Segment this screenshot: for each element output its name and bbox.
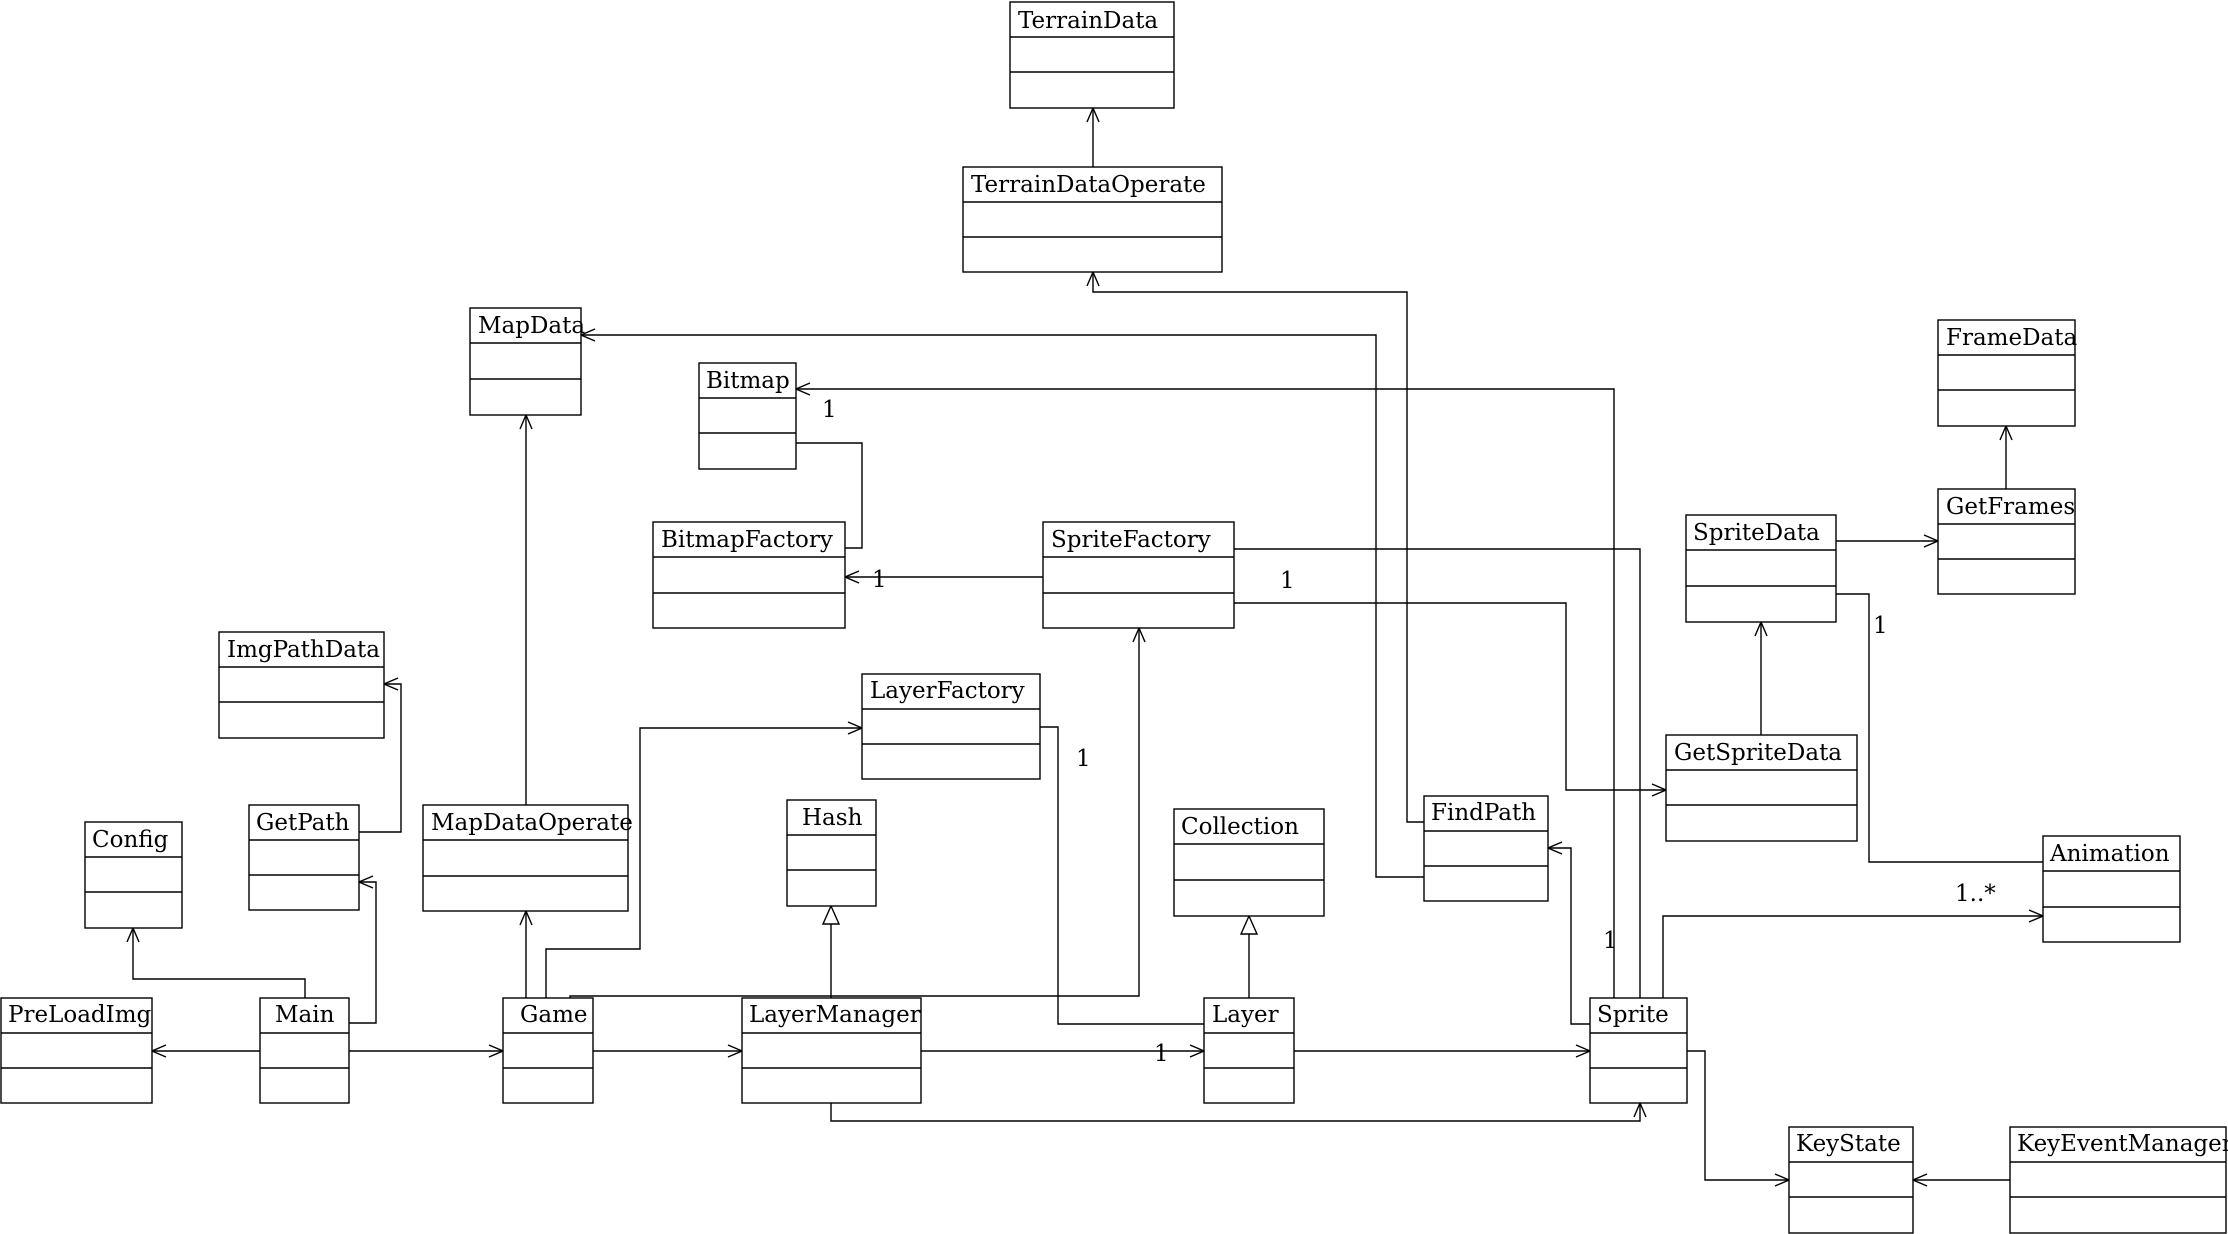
class-name: Layer <box>1212 1002 1279 1028</box>
class-layer[interactable]: Layer <box>1203 997 1295 1104</box>
class-main[interactable]: Main <box>259 997 350 1104</box>
class-layer-factory[interactable]: LayerFactory <box>861 673 1041 780</box>
class-name: Main <box>275 1002 335 1028</box>
edge-sprite-animation <box>1662 916 2043 998</box>
class-name: FindPath <box>1431 800 1536 826</box>
multiplicity-bitmap-to-factory: 1 <box>822 397 837 423</box>
class-get-sprite-data[interactable]: GetSpriteData <box>1665 734 1858 842</box>
class-name: Animation <box>2049 841 2170 867</box>
class-terrain-data-operate[interactable]: TerrainDataOperate <box>962 166 1223 273</box>
edge-spritefactory-getspritedata <box>1234 602 1666 790</box>
class-name: Sprite <box>1597 1002 1669 1028</box>
multiplicity-sprite-to-animation: 1..* <box>1955 881 1996 907</box>
edge-sprite-keystate <box>1687 1050 1789 1180</box>
class-collection[interactable]: Collection <box>1173 808 1325 917</box>
class-map-data-operate[interactable]: MapDataOperate <box>422 804 633 912</box>
class-name: MapDataOperate <box>431 810 633 836</box>
class-name: SpriteFactory <box>1051 527 1211 553</box>
class-bitmap-factory[interactable]: BitmapFactory <box>652 521 846 629</box>
class-name: TerrainDataOperate <box>971 172 1206 198</box>
edge-sprite-bitmap <box>796 389 1615 998</box>
class-terrain-data[interactable]: TerrainData <box>1009 1 1175 109</box>
class-config[interactable]: Config <box>84 821 183 929</box>
edge-layermanager-sprite <box>830 1103 1640 1122</box>
edge-animation-spritedata <box>1836 594 2043 863</box>
class-name: LayerManager <box>749 1002 921 1028</box>
class-frame-data[interactable]: FrameData <box>1937 319 2077 427</box>
class-sprite[interactable]: Sprite <box>1589 997 1688 1104</box>
class-pre-load-img[interactable]: PreLoadImg <box>0 997 153 1104</box>
class-name: KeyState <box>1796 1131 1901 1157</box>
edge-main-config <box>133 928 306 998</box>
class-layer-manager[interactable]: LayerManager <box>741 997 922 1104</box>
edge-layer-layerfactory <box>1040 727 1204 1025</box>
class-name: ImgPathData <box>227 637 380 663</box>
class-name: PreLoadImg <box>8 1002 152 1028</box>
edge-sprite-spritefactory <box>1234 549 1641 998</box>
class-hash[interactable]: Hash <box>786 799 877 907</box>
multiplicity-factory-to-bitmap-factory: 1 <box>872 567 887 593</box>
edge-sprite-findpath <box>1548 848 1590 1025</box>
class-name: GetSpriteData <box>1674 740 1842 766</box>
class-bitmap[interactable]: Bitmap <box>698 362 797 470</box>
class-img-path-data[interactable]: ImgPathData <box>218 631 385 739</box>
edge-game-layerfactory <box>545 728 862 998</box>
class-name: Collection <box>1181 814 1299 840</box>
multiplicity-labels: 1 1 1 1 1 1 1 1..* <box>822 397 1996 1067</box>
class-name: SpriteData <box>1693 520 1820 546</box>
class-name: GetPath <box>256 810 350 836</box>
multiplicity-sprite-data-to-animation: 1 <box>1873 613 1888 639</box>
class-sprite-factory[interactable]: SpriteFactory <box>1042 521 1235 629</box>
class-name: KeyEventManager <box>2017 1131 2228 1157</box>
edge-getpath-imgpathdata <box>359 684 402 833</box>
class-name: Game <box>520 1002 588 1028</box>
edge-findpath-terraindataoperate <box>1093 272 1424 823</box>
class-sprite-data[interactable]: SpriteData <box>1685 514 1837 623</box>
class-key-event-manager[interactable]: KeyEventManager <box>2009 1126 2228 1234</box>
class-name: BitmapFactory <box>661 527 833 553</box>
multiplicity-sprite-factory-to-sprite: 1 <box>1280 568 1295 594</box>
edges <box>133 108 2043 1180</box>
class-name: LayerFactory <box>870 678 1025 704</box>
class-game[interactable]: Game <box>502 997 594 1104</box>
class-name: TerrainData <box>1018 8 1158 34</box>
edge-main-getpath <box>349 882 377 1024</box>
class-map-data[interactable]: MapData <box>469 307 585 416</box>
multiplicity-sprite-to-sprite-factory: 1 <box>1603 928 1618 954</box>
class-get-frames[interactable]: GetFrames <box>1937 488 2076 595</box>
multiplicity-layer-manager-to-layer: 1 <box>1154 1041 1169 1067</box>
class-name: GetFrames <box>1946 494 2075 520</box>
class-key-state[interactable]: KeyState <box>1788 1126 1914 1234</box>
class-name: Bitmap <box>706 368 790 394</box>
class-get-path[interactable]: GetPath <box>248 804 360 911</box>
class-name: Hash <box>802 805 863 831</box>
class-name: FrameData <box>1946 325 2077 351</box>
class-name: MapData <box>478 313 585 339</box>
edge-findpath-mapdata <box>581 335 1424 878</box>
class-animation[interactable]: Animation <box>2042 835 2181 943</box>
edge-bitmap-bitmapfactory <box>796 442 863 548</box>
edge-game-spritefactory <box>569 628 1139 998</box>
multiplicity-layer-factory-to-layer: 1 <box>1076 746 1091 772</box>
class-name: Config <box>92 827 169 853</box>
class-find-path[interactable]: FindPath <box>1423 795 1549 902</box>
